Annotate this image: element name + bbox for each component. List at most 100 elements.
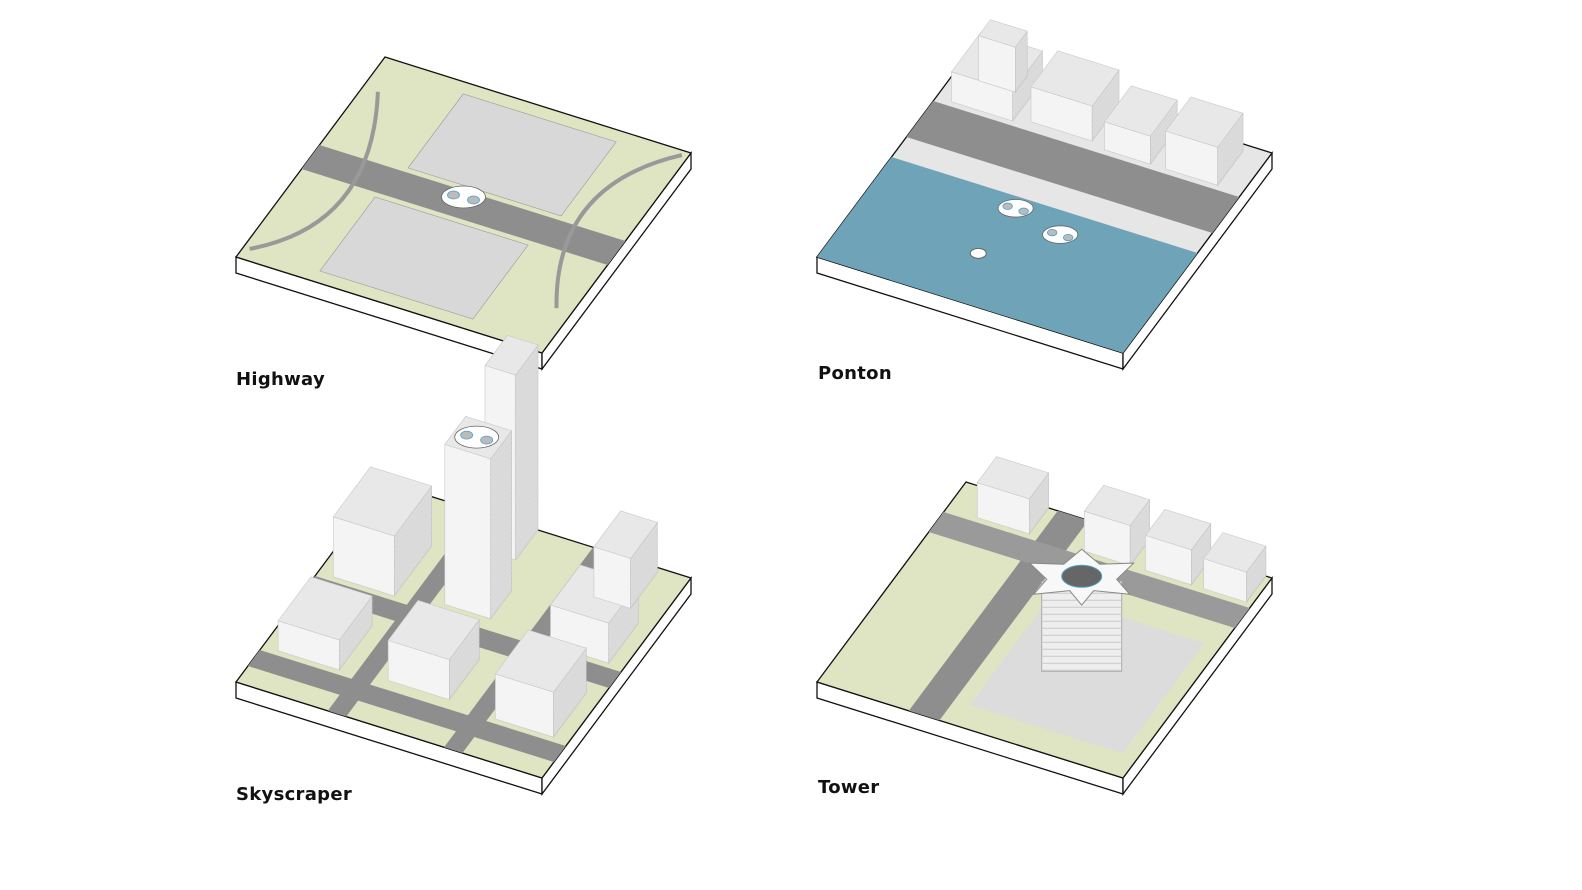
floor-line [1150, 102, 1178, 139]
floor-line [1029, 491, 1049, 519]
floor-line [515, 493, 539, 525]
floor-line [490, 499, 512, 528]
building [277, 576, 373, 671]
floor-line [515, 378, 539, 410]
floor-line [339, 619, 373, 665]
helipad-icon [460, 430, 474, 440]
floor-line [394, 514, 432, 566]
floor-line [608, 612, 639, 653]
floor-line [1217, 130, 1244, 165]
hub-skyscraper [454, 425, 500, 449]
floor-line [553, 672, 587, 717]
ramp-road [554, 153, 683, 309]
floor-line [1246, 549, 1267, 577]
floor-line [515, 433, 539, 465]
floor-line [1091, 88, 1120, 126]
helipad-icon [1046, 229, 1058, 237]
floor-line [515, 353, 539, 385]
floor-line [553, 687, 587, 732]
floor-line [608, 602, 639, 643]
floor-line [515, 363, 539, 395]
floor-line [394, 489, 432, 541]
floor-line [490, 554, 512, 583]
floor-line [1246, 564, 1267, 592]
floor-line [1015, 35, 1028, 52]
floor-line [1130, 528, 1150, 555]
floor-line [1015, 55, 1028, 72]
panel-label-ponton: Ponton [818, 363, 892, 384]
floor-line [339, 599, 373, 645]
floor-line [449, 643, 480, 684]
floor-line [1246, 554, 1267, 582]
building-roof [1083, 484, 1151, 526]
floor-line [630, 526, 658, 563]
floor-line [339, 604, 373, 650]
floor-line [1091, 98, 1120, 136]
floor-line [1012, 69, 1043, 111]
floor-line [490, 469, 512, 498]
panel-label-skyscraper: Skyscraper [236, 784, 353, 805]
floor-line [630, 566, 658, 603]
floor-line [394, 524, 432, 576]
building-roof [494, 629, 587, 693]
floor-line [490, 494, 512, 523]
building [1083, 484, 1151, 567]
floor-line [490, 489, 512, 518]
floor-line [490, 559, 512, 588]
floor-line [1015, 60, 1028, 77]
floor-line [1015, 45, 1028, 62]
floor-line [515, 428, 539, 460]
floor-line [394, 529, 432, 581]
building-roof [978, 19, 1028, 48]
floor-line [1130, 503, 1150, 530]
floor-line [630, 546, 658, 583]
floor-line [553, 667, 587, 712]
floor-line [515, 403, 539, 435]
floor-line [1191, 527, 1212, 554]
floor-line [1029, 496, 1049, 524]
buoy [969, 247, 987, 259]
floor-line [490, 449, 512, 478]
building-roof [1104, 85, 1178, 137]
floor-line [490, 534, 512, 563]
floor-line [515, 453, 539, 485]
building [387, 600, 480, 701]
floor-line [1091, 78, 1120, 116]
building-roof [1030, 50, 1120, 107]
floor-line [1217, 135, 1244, 170]
building [1165, 96, 1244, 187]
building [332, 466, 433, 597]
floor-line [515, 478, 539, 510]
floor-line [515, 503, 539, 535]
tile-ponton [815, 19, 1274, 371]
floor-line [490, 579, 512, 608]
floor-line [1029, 476, 1049, 504]
floor-line [394, 539, 432, 591]
building-roof [484, 335, 539, 376]
floor-line [449, 623, 480, 664]
water [817, 157, 1198, 353]
floor-line [553, 662, 587, 707]
ponton-platform [1042, 225, 1079, 244]
panel-label-tower: Tower [818, 777, 880, 798]
floor-line [490, 439, 512, 468]
floor-line [1191, 532, 1212, 559]
floor-line [490, 454, 512, 483]
building-roof [593, 510, 658, 559]
floor-line [608, 617, 639, 658]
floor-line [553, 682, 587, 727]
floor-line [515, 423, 539, 455]
floor-line [1130, 508, 1150, 535]
floor-line [1217, 140, 1244, 175]
helipad-icon [467, 195, 480, 205]
floor-line [630, 531, 658, 568]
floor-line [515, 508, 539, 540]
floor-line [515, 448, 539, 480]
helipad-icon [1002, 202, 1013, 210]
floor-line [394, 499, 432, 551]
plaza [969, 595, 1205, 754]
floor-line [1246, 569, 1267, 597]
floor-line [449, 628, 480, 669]
floor-line [490, 564, 512, 593]
floor-line [339, 609, 373, 655]
